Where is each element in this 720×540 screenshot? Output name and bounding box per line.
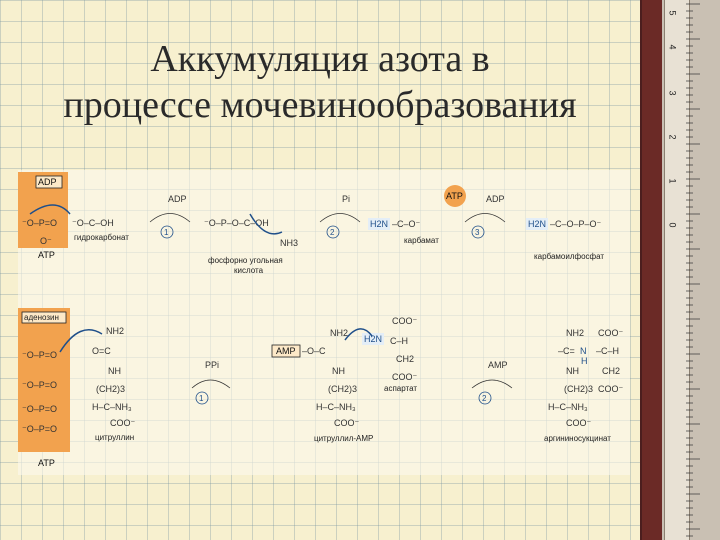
electron-arrow-2 xyxy=(249,213,283,235)
coo-asp-1: COO⁻ xyxy=(392,316,418,326)
ruler-dark-edge xyxy=(642,0,662,540)
step-3-circle xyxy=(471,225,485,239)
aspartate-label: аспартат xyxy=(384,384,417,393)
carbamate-label: карбамат xyxy=(404,236,439,245)
h-c-nh3-2: H–C–NH₃ xyxy=(316,402,356,412)
adp-label-2: ADP xyxy=(486,194,505,204)
nh-label-3: NH xyxy=(566,366,579,376)
phosphate-1: ⁻O–P=O xyxy=(22,350,57,360)
h2n-label-2: H2N xyxy=(528,219,546,229)
atp-orange-block-2 xyxy=(18,308,70,452)
carbamoylphosphate-formula: –C–O–P–O⁻ xyxy=(550,219,602,229)
phosphate-group: ⁻O–P=O xyxy=(22,218,57,228)
coo-label-1: COO⁻ xyxy=(110,418,136,428)
h-c-nh3-3: H–C–NH₃ xyxy=(548,402,588,412)
nh2-label-2: NH2 xyxy=(330,328,348,338)
coo-label-2: COO⁻ xyxy=(334,418,360,428)
h2n-label-1: H2N xyxy=(370,219,388,229)
hydrocarbonate-label: гидрокарбонат xyxy=(74,233,129,242)
step-4-circle xyxy=(195,391,209,405)
ch2-chain-2: (CH2)3 xyxy=(328,384,357,394)
scheme-background xyxy=(18,170,630,475)
amp-label: AMP xyxy=(488,360,508,370)
electron-arrow-4 xyxy=(344,328,373,341)
c-h-arg: –C–H xyxy=(596,346,619,356)
ch2-arg: CH2 xyxy=(602,366,620,376)
reaction-arrow-2 xyxy=(319,213,361,223)
atp-label-2: ATP xyxy=(446,191,463,201)
step-2-circle xyxy=(326,225,340,239)
nh2-label-3: NH2 xyxy=(566,328,584,338)
phospho-acid-label: фосфорно угольная xyxy=(208,256,283,265)
h-label: H xyxy=(581,356,588,366)
atp-circle xyxy=(444,185,466,207)
argininosuccinate-label: аргининосукцинат xyxy=(544,434,611,443)
o-minus: O⁻ xyxy=(40,236,52,246)
nh3-label: NH3 xyxy=(280,238,298,248)
carboxyphosphate-formula: ⁻O–P–O–C–OH xyxy=(204,218,269,228)
phosphate-2: ⁻O–P=O xyxy=(22,380,57,390)
nh-label-2: NH xyxy=(332,366,345,376)
step-5-circle xyxy=(478,391,492,405)
coo-arg-1: COO⁻ xyxy=(598,328,624,338)
step-2-number: 2 xyxy=(330,228,335,237)
reaction-arrow-4 xyxy=(191,379,231,389)
carbamate-formula: –C–O⁻ xyxy=(392,219,421,229)
adp-box-label: ADP xyxy=(38,177,57,187)
citrullyl-amp-label: цитруллил-АМР xyxy=(314,434,373,443)
page-title-line-2: процессе мочевинообразования xyxy=(63,84,577,126)
h2n-highlight-2 xyxy=(526,218,548,230)
coo-arg-2: COO⁻ xyxy=(598,384,624,394)
amp-box-label: AMP xyxy=(276,346,296,356)
phosphate-4: ⁻O–P=O xyxy=(22,424,57,434)
atp-label-1: ATP xyxy=(38,250,55,260)
ch2-chain-3: (CH2)3 xyxy=(564,384,593,394)
reaction-arrow-5 xyxy=(471,379,513,389)
nh-label-1: NH xyxy=(108,366,121,376)
coo-arg-3: COO⁻ xyxy=(566,418,592,428)
atp-label-3: ATP xyxy=(38,458,55,468)
n-label: N xyxy=(580,346,587,356)
nh2-label-1: NH2 xyxy=(106,326,124,336)
c-h-asp: C–H xyxy=(390,336,408,346)
electron-arrow-3 xyxy=(59,329,103,353)
hydrocarbonate-formula: ⁻O–C–OH xyxy=(72,218,114,228)
reaction-arrow-1 xyxy=(149,213,191,223)
step-5-number: 2 xyxy=(482,394,487,403)
reaction-arrow-3 xyxy=(464,213,506,223)
h2n-highlight-1 xyxy=(368,218,390,230)
pi-label: Pi xyxy=(342,194,350,204)
o-c-link: –O–C xyxy=(302,346,326,356)
oc-group: O=C xyxy=(92,346,111,356)
ch2-asp: CH2 xyxy=(396,354,414,364)
adenosine-label: аденозин xyxy=(24,313,59,322)
page-title-line-1: Аккумуляция азота в xyxy=(150,38,490,80)
ppi-label: PPi xyxy=(205,360,219,370)
ruler-scale xyxy=(664,0,690,540)
phospho-acid-label-2: кислота xyxy=(234,266,264,275)
phosphate-3: ⁻O–P=O xyxy=(22,404,57,414)
citrulline-label: цитруллин xyxy=(95,433,134,442)
ruler-decoration: 5 4 3 2 1 0 xyxy=(640,0,720,540)
amp-box xyxy=(271,344,301,358)
coo-asp-2: COO⁻ xyxy=(392,372,418,382)
ruler-ticks xyxy=(686,3,700,537)
step-4-number: 1 xyxy=(199,394,204,403)
ch2-chain-1: (CH2)3 xyxy=(96,384,125,394)
adp-label-1: ADP xyxy=(168,194,187,204)
h2n-label-3: H2N xyxy=(364,334,382,344)
step-3-number: 3 xyxy=(475,228,480,237)
carbamoylphosphate-label: карбамоилфосфат xyxy=(534,252,604,261)
electron-arrow-1 xyxy=(29,204,71,215)
step-1-number: 1 xyxy=(164,228,169,237)
h2n-highlight-3 xyxy=(362,333,384,345)
c-eq: –C= xyxy=(558,346,575,356)
step-1-circle xyxy=(160,225,174,239)
adenosine-box xyxy=(21,311,67,324)
h-c-nh3-1: H–C–NH₃ xyxy=(92,402,132,412)
adp-box xyxy=(35,175,63,189)
